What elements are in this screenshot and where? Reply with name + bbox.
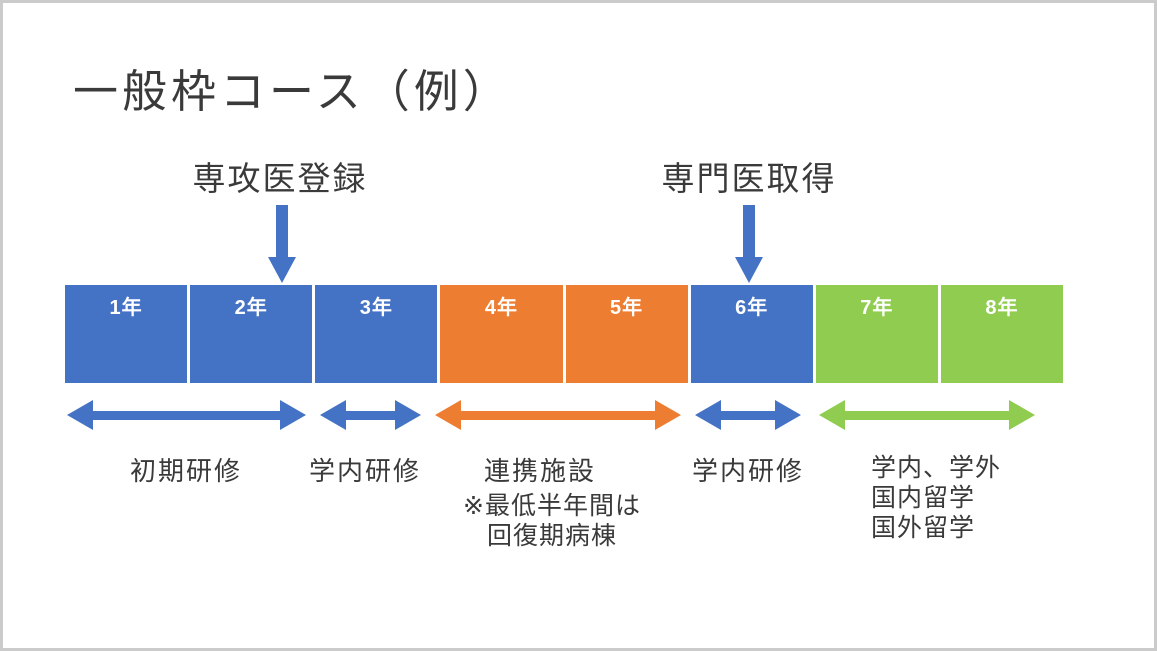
timeline-segment-year1: 1年: [65, 285, 188, 383]
down-arrow-icon: [735, 205, 763, 283]
arrow-head-right: [280, 400, 306, 430]
arrow-head-right: [775, 400, 801, 430]
segment-label: 5年: [610, 297, 644, 319]
arrow-head-right: [395, 400, 421, 430]
phase-ryugaku-line1: 学内、学外: [871, 454, 1002, 482]
segment-label: 8年: [985, 297, 1019, 319]
timeline-segment-year2: 2年: [190, 285, 313, 383]
phase-label-shoki-kenshu: 初期研修: [129, 456, 242, 486]
phase-note-kaifukuki: ※最低半年間は 回復期病棟: [427, 491, 677, 551]
timeline-segment-year5: 5年: [565, 285, 688, 383]
arrow-shaft: [845, 410, 1009, 420]
timeline-segment-year6: 6年: [690, 285, 813, 383]
phase-label-ryugaku: 学内、学外 国内留学 国外留学: [871, 453, 1001, 543]
arrow-head-left: [67, 400, 93, 430]
arrow-head-left: [819, 400, 845, 430]
timeline-segment-year4: 4年: [440, 285, 563, 383]
timeline-bar: 1年 2年 3年 4年 5年 6年 7年 8年: [65, 285, 1063, 383]
double-arrow-icon-gakunai-kenshu-2: [695, 400, 801, 430]
arrow-head-left: [435, 400, 461, 430]
phase-label-gakunai-kenshu-2: 学内研修: [691, 456, 804, 486]
phase-label-renkei-shisetsu: 連携施設: [483, 456, 596, 486]
segment-label: 7年: [860, 297, 894, 319]
phase-note-line1: ※最低半年間は: [463, 492, 641, 520]
arrow-shaft: [93, 410, 280, 420]
arrow-shaft: [743, 205, 755, 257]
arrow-head-right: [1009, 400, 1035, 430]
double-arrow-icon-renkei-shisetsu: [435, 400, 681, 430]
phase-ryugaku-line2: 国内留学: [871, 484, 976, 512]
phase-ryugaku-line3: 国外留学: [871, 514, 976, 542]
segment-label: 6年: [735, 297, 769, 319]
arrow-shaft: [461, 410, 655, 420]
down-arrow-icon: [268, 205, 296, 283]
phase-note-line2: 回復期病棟: [486, 522, 617, 550]
arrow-head: [735, 257, 763, 283]
timeline-segment-year7: 7年: [815, 285, 938, 383]
double-arrow-icon-shoki-kenshu: [67, 400, 306, 430]
arrow-head: [268, 257, 296, 283]
segment-label: 1年: [109, 297, 143, 319]
arrow-shaft: [346, 410, 395, 420]
double-arrow-icon-gakunai-kenshu-1: [320, 400, 421, 430]
arrow-head-left: [695, 400, 721, 430]
arrow-shaft: [721, 410, 775, 420]
segment-label: 4年: [484, 297, 518, 319]
arrow-shaft: [276, 205, 288, 257]
annotation-senkoi-touroku: 専攻医登録: [192, 160, 368, 197]
segment-label: 2年: [234, 297, 268, 319]
timeline-segment-year3: 3年: [315, 285, 438, 383]
arrow-head-left: [320, 400, 346, 430]
timeline-segment-year8: 8年: [940, 285, 1063, 383]
double-arrow-icon-ryugaku: [819, 400, 1035, 430]
phase-label-gakunai-kenshu-1: 学内研修: [308, 456, 421, 486]
segment-label: 3年: [359, 297, 393, 319]
arrow-head-right: [655, 400, 681, 430]
page-title: 一般枠コース（例）: [73, 66, 512, 117]
annotation-senmoni-shutoku: 専門医取得: [661, 160, 837, 197]
